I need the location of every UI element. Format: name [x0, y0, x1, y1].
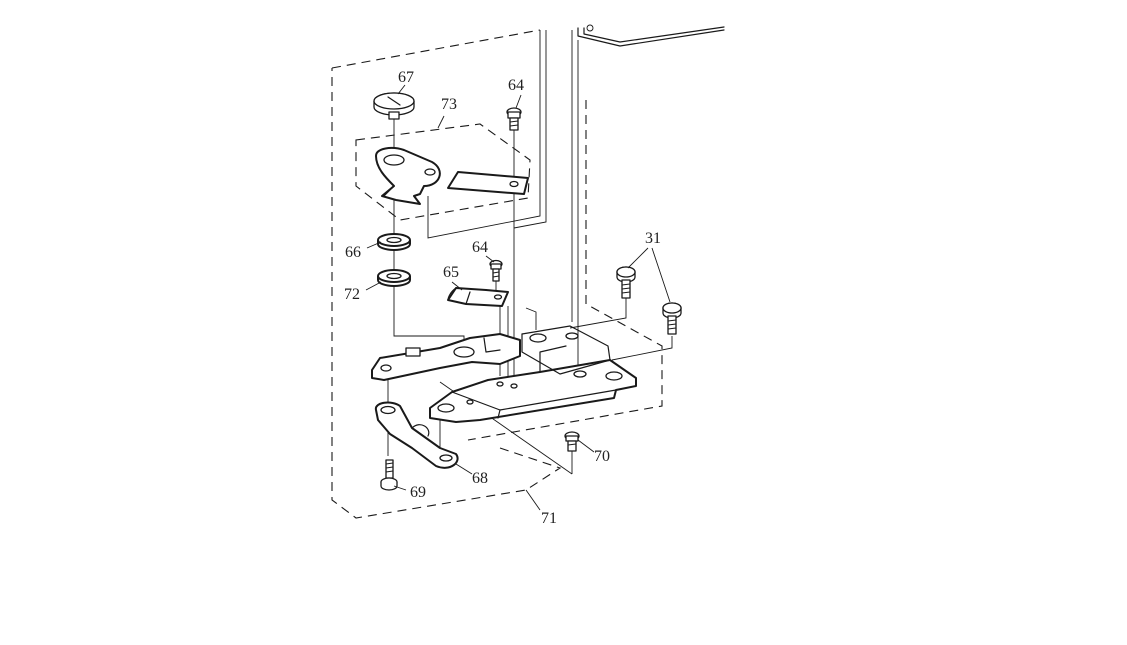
part-70-screw	[564, 431, 580, 452]
part-72-washer	[377, 269, 411, 287]
leader-lines	[365, 84, 671, 511]
part-31-screw-right	[662, 302, 682, 335]
label-31: 31	[645, 230, 661, 247]
label-69: 69	[410, 484, 426, 501]
part-69-screw	[380, 459, 398, 491]
part-67-screw	[373, 92, 415, 120]
label-70: 70	[594, 448, 610, 465]
part-64-lower-screw	[489, 259, 503, 282]
knife-blade	[447, 171, 529, 195]
label-67: 67	[398, 69, 414, 86]
part-labels: 67 73 64 31 66 64 65 72 70 68 69 71	[344, 69, 661, 527]
assembly-boundary-71	[331, 29, 663, 519]
label-68: 68	[472, 470, 488, 487]
label-66: 66	[345, 244, 361, 261]
label-64-lower: 64	[472, 239, 488, 256]
label-65: 65	[443, 264, 459, 281]
part-68-link	[374, 401, 459, 469]
subassembly-boundary-73	[355, 123, 531, 221]
part-31-screw-left	[616, 266, 636, 299]
part-66-washer	[377, 233, 411, 251]
long-lever-arm	[371, 333, 521, 381]
label-72: 72	[344, 286, 360, 303]
label-71: 71	[541, 510, 557, 527]
part-65-bent-blade	[447, 287, 509, 307]
label-73: 73	[441, 96, 457, 113]
base-plate	[429, 325, 637, 423]
label-64-upper: 64	[508, 77, 524, 94]
machine-body-corner	[577, 24, 725, 47]
part-73-lever	[375, 147, 441, 205]
part-64-upper-screw	[506, 107, 522, 131]
